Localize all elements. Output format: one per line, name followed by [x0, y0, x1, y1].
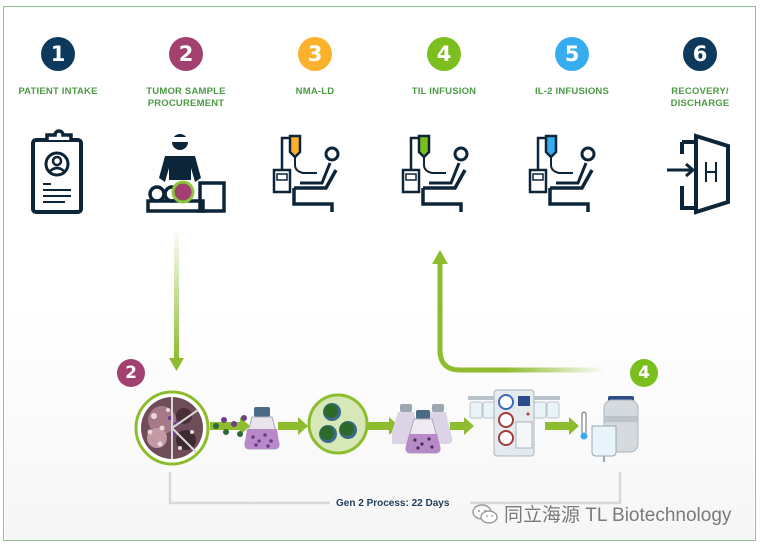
process-duration-label: Gen 2 Process: 22 Days [336, 498, 450, 509]
process-end-badge: 4 [630, 359, 658, 387]
step-5: 5 IL-2 INFUSIONS [512, 37, 632, 98]
step-label: TIL INFUSION [411, 86, 477, 97]
surgeon-procedure-icon [145, 128, 230, 218]
step-badge: 5 [555, 37, 589, 71]
clipboard-patient-icon [25, 128, 95, 218]
step-label: NMA-LD [295, 86, 335, 97]
step-badge: 1 [41, 37, 75, 71]
step-6: 6 RECOVERY/ DISCHARGE [640, 37, 760, 110]
step-4: 4 TIL INFUSION [384, 37, 504, 98]
watermark: 同立海源 TL Biotechnology [472, 500, 731, 527]
step-label: PATIENT INTAKE [18, 86, 98, 97]
released-cells [212, 410, 248, 440]
step-2: 2 TUMOR SAMPLE PROCUREMENT [126, 37, 246, 110]
cryopreserved-bag-illustration [578, 392, 640, 462]
iv-infusion-chair-icon [399, 128, 479, 218]
step-1: 1 PATIENT INTAKE [0, 37, 118, 98]
til-cells-illustration [306, 392, 370, 456]
wechat-icon [472, 503, 498, 524]
watermark-text: 同立海源 TL Biotechnology [504, 505, 732, 526]
process-arrows [210, 417, 579, 435]
step-3: 3 NMA-LD [255, 37, 375, 98]
step-label: TUMOR SAMPLE PROCUREMENT [146, 86, 226, 109]
arrow-up-to-infusion [432, 250, 605, 373]
expansion-flasks-illustration [392, 402, 454, 456]
arrow-down-to-process [169, 228, 184, 371]
hospital-door-icon [664, 128, 734, 218]
culture-flask-illustration [243, 405, 281, 451]
step-badge: 6 [683, 37, 717, 71]
cell-processing-machine-illustration [466, 388, 562, 458]
iv-infusion-chair-icon [526, 128, 606, 218]
process-bracket [168, 472, 622, 505]
iv-infusion-chair-icon [270, 128, 350, 218]
process-start-badge: 2 [117, 359, 145, 387]
step-badge: 2 [169, 37, 203, 71]
step-badge: 3 [298, 37, 332, 71]
tumor-fragment-illustration [132, 388, 212, 468]
step-label: RECOVERY/ DISCHARGE [670, 86, 730, 109]
step-badge: 4 [427, 37, 461, 71]
step-label: IL-2 INFUSIONS [534, 86, 610, 97]
